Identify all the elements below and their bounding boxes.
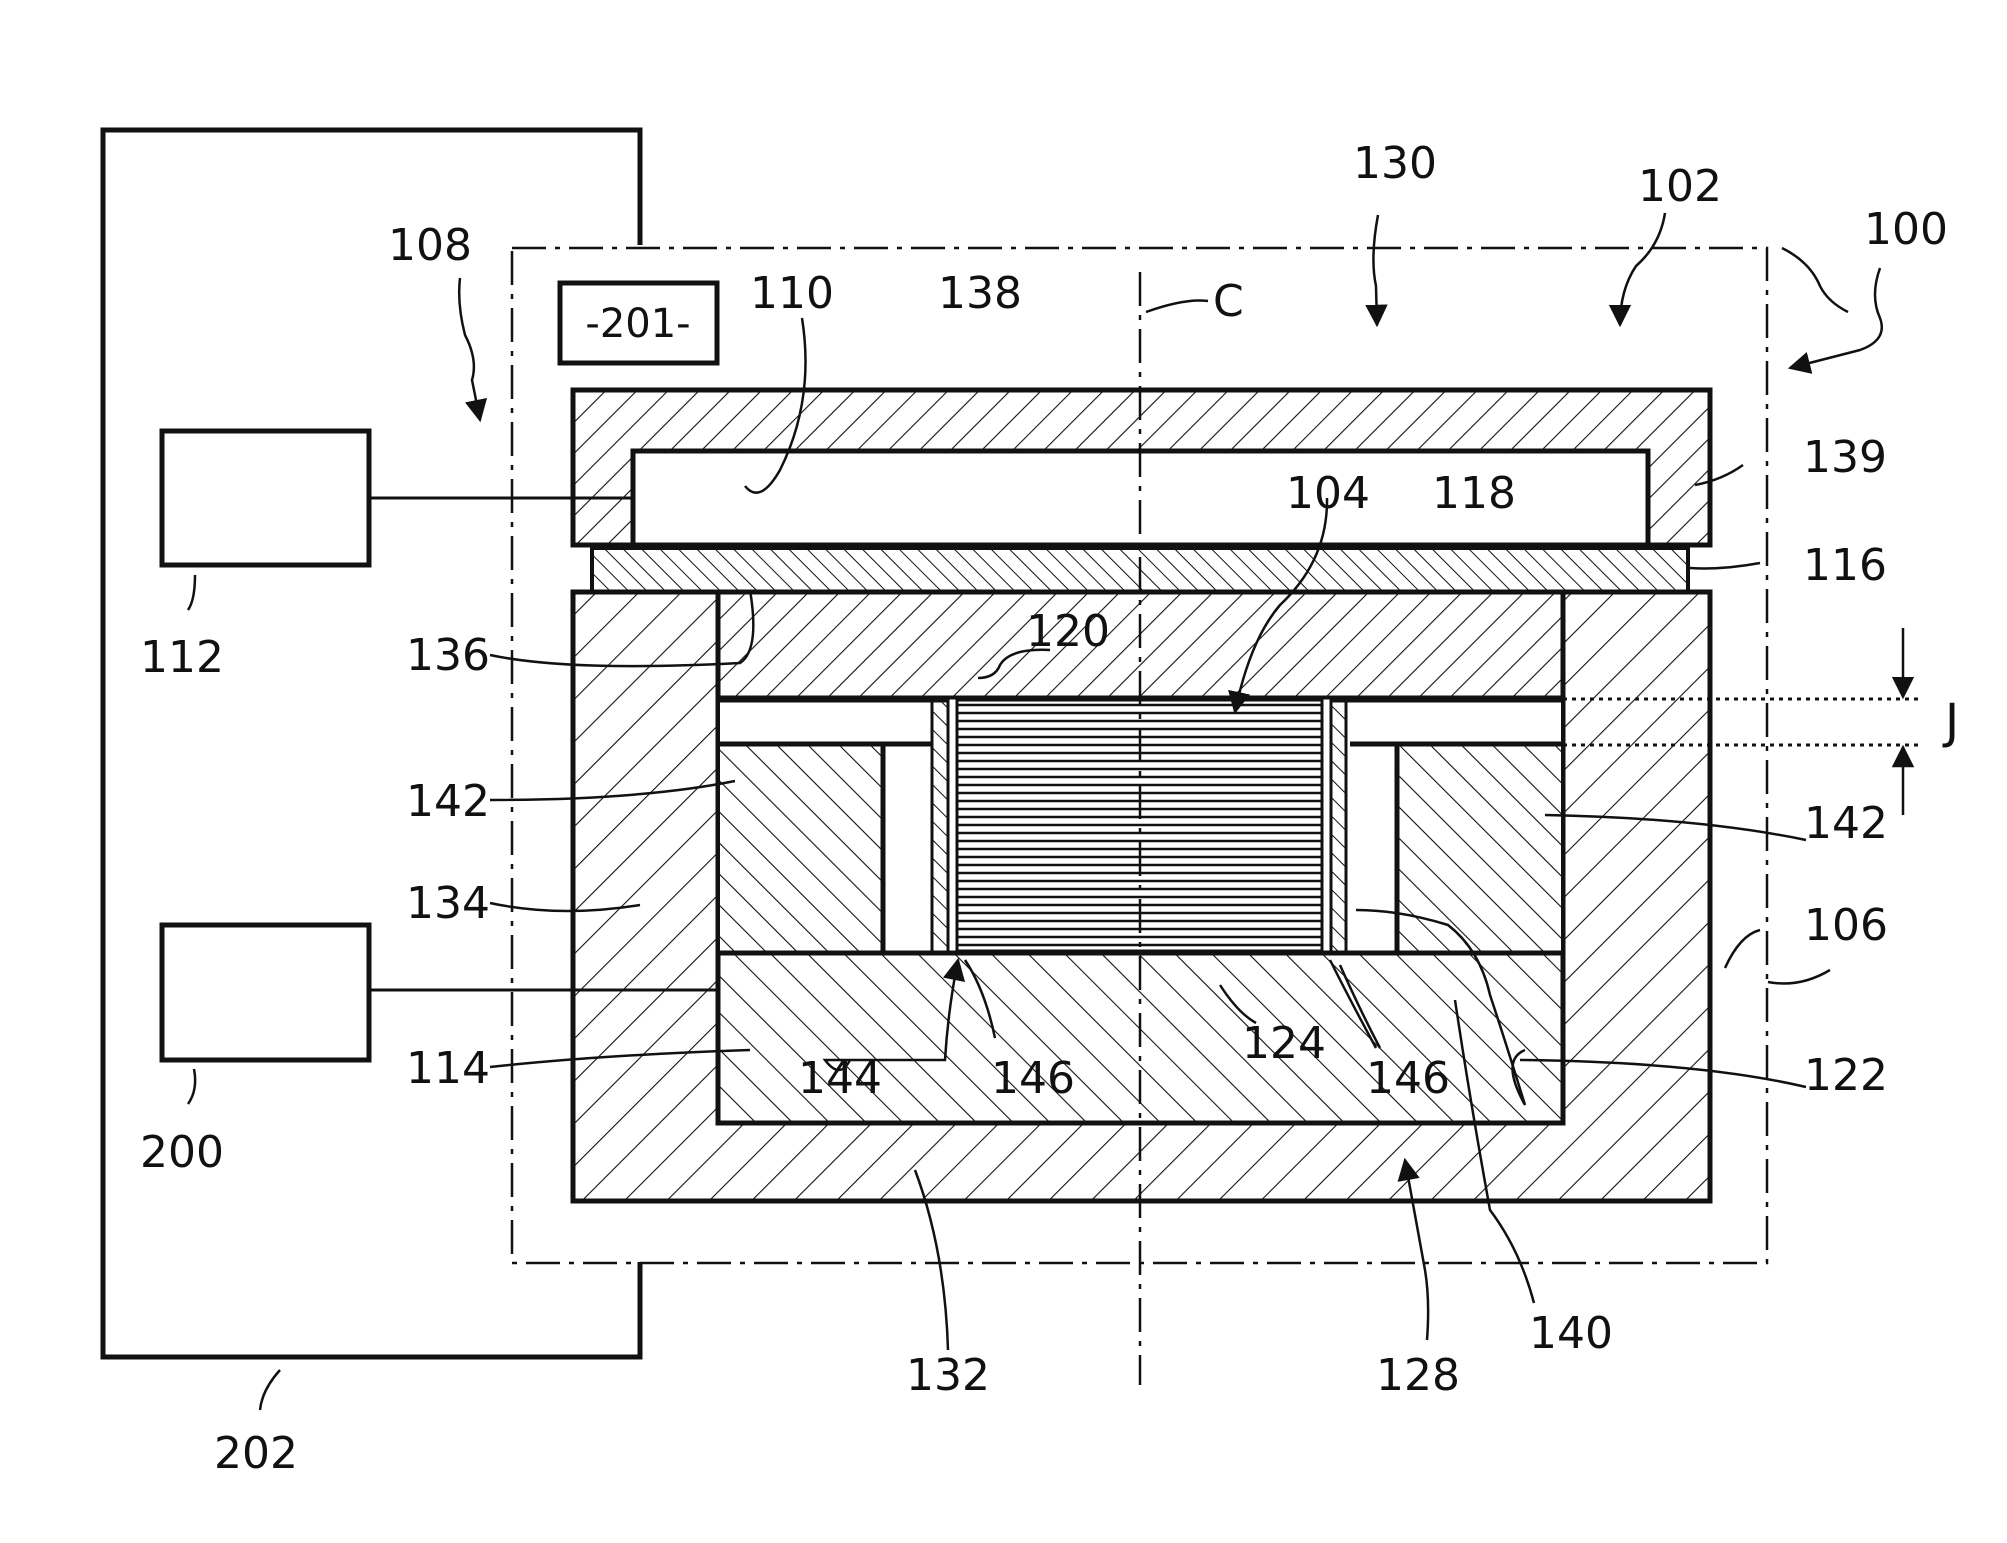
ring-142-right — [1397, 744, 1561, 953]
box-201-label: -201- — [585, 301, 690, 347]
label-112: 112 — [140, 632, 224, 683]
axis-c-label: C — [1213, 276, 1244, 327]
label-128: 128 — [1376, 1350, 1460, 1401]
label-110: 110 — [750, 268, 834, 319]
label-142-right: 142 — [1804, 798, 1888, 849]
label-146-left: 146 — [991, 1053, 1075, 1104]
label-132: 132 — [906, 1350, 990, 1401]
ring-142-left — [720, 744, 883, 953]
label-124: 124 — [1242, 1018, 1326, 1069]
label-146-right: 146 — [1366, 1053, 1450, 1104]
label-144: 144 — [798, 1053, 882, 1104]
label-138: 138 — [938, 268, 1022, 319]
label-118: 118 — [1432, 468, 1516, 519]
label-139: 139 — [1803, 432, 1887, 483]
axis-c-leader — [1146, 300, 1208, 312]
label-120: 120 — [1026, 606, 1110, 657]
label-100: 100 — [1864, 204, 1948, 255]
label-134: 134 — [406, 878, 490, 929]
label-202: 202 — [214, 1428, 298, 1479]
label-114: 114 — [406, 1043, 490, 1094]
label-142-left: 142 — [406, 776, 490, 827]
box-112 — [162, 431, 369, 565]
label-200: 200 — [140, 1127, 224, 1178]
label-136: 136 — [406, 630, 490, 681]
label-116: 116 — [1803, 540, 1887, 591]
label-102: 102 — [1638, 161, 1722, 212]
label-108: 108 — [388, 220, 472, 271]
label-130: 130 — [1353, 138, 1437, 189]
label-122: 122 — [1804, 1050, 1888, 1101]
label-106: 106 — [1804, 900, 1888, 951]
box-200 — [162, 925, 369, 1060]
gap-j-label: J — [1942, 694, 1959, 750]
label-140: 140 — [1529, 1308, 1613, 1359]
label-104: 104 — [1286, 468, 1370, 519]
